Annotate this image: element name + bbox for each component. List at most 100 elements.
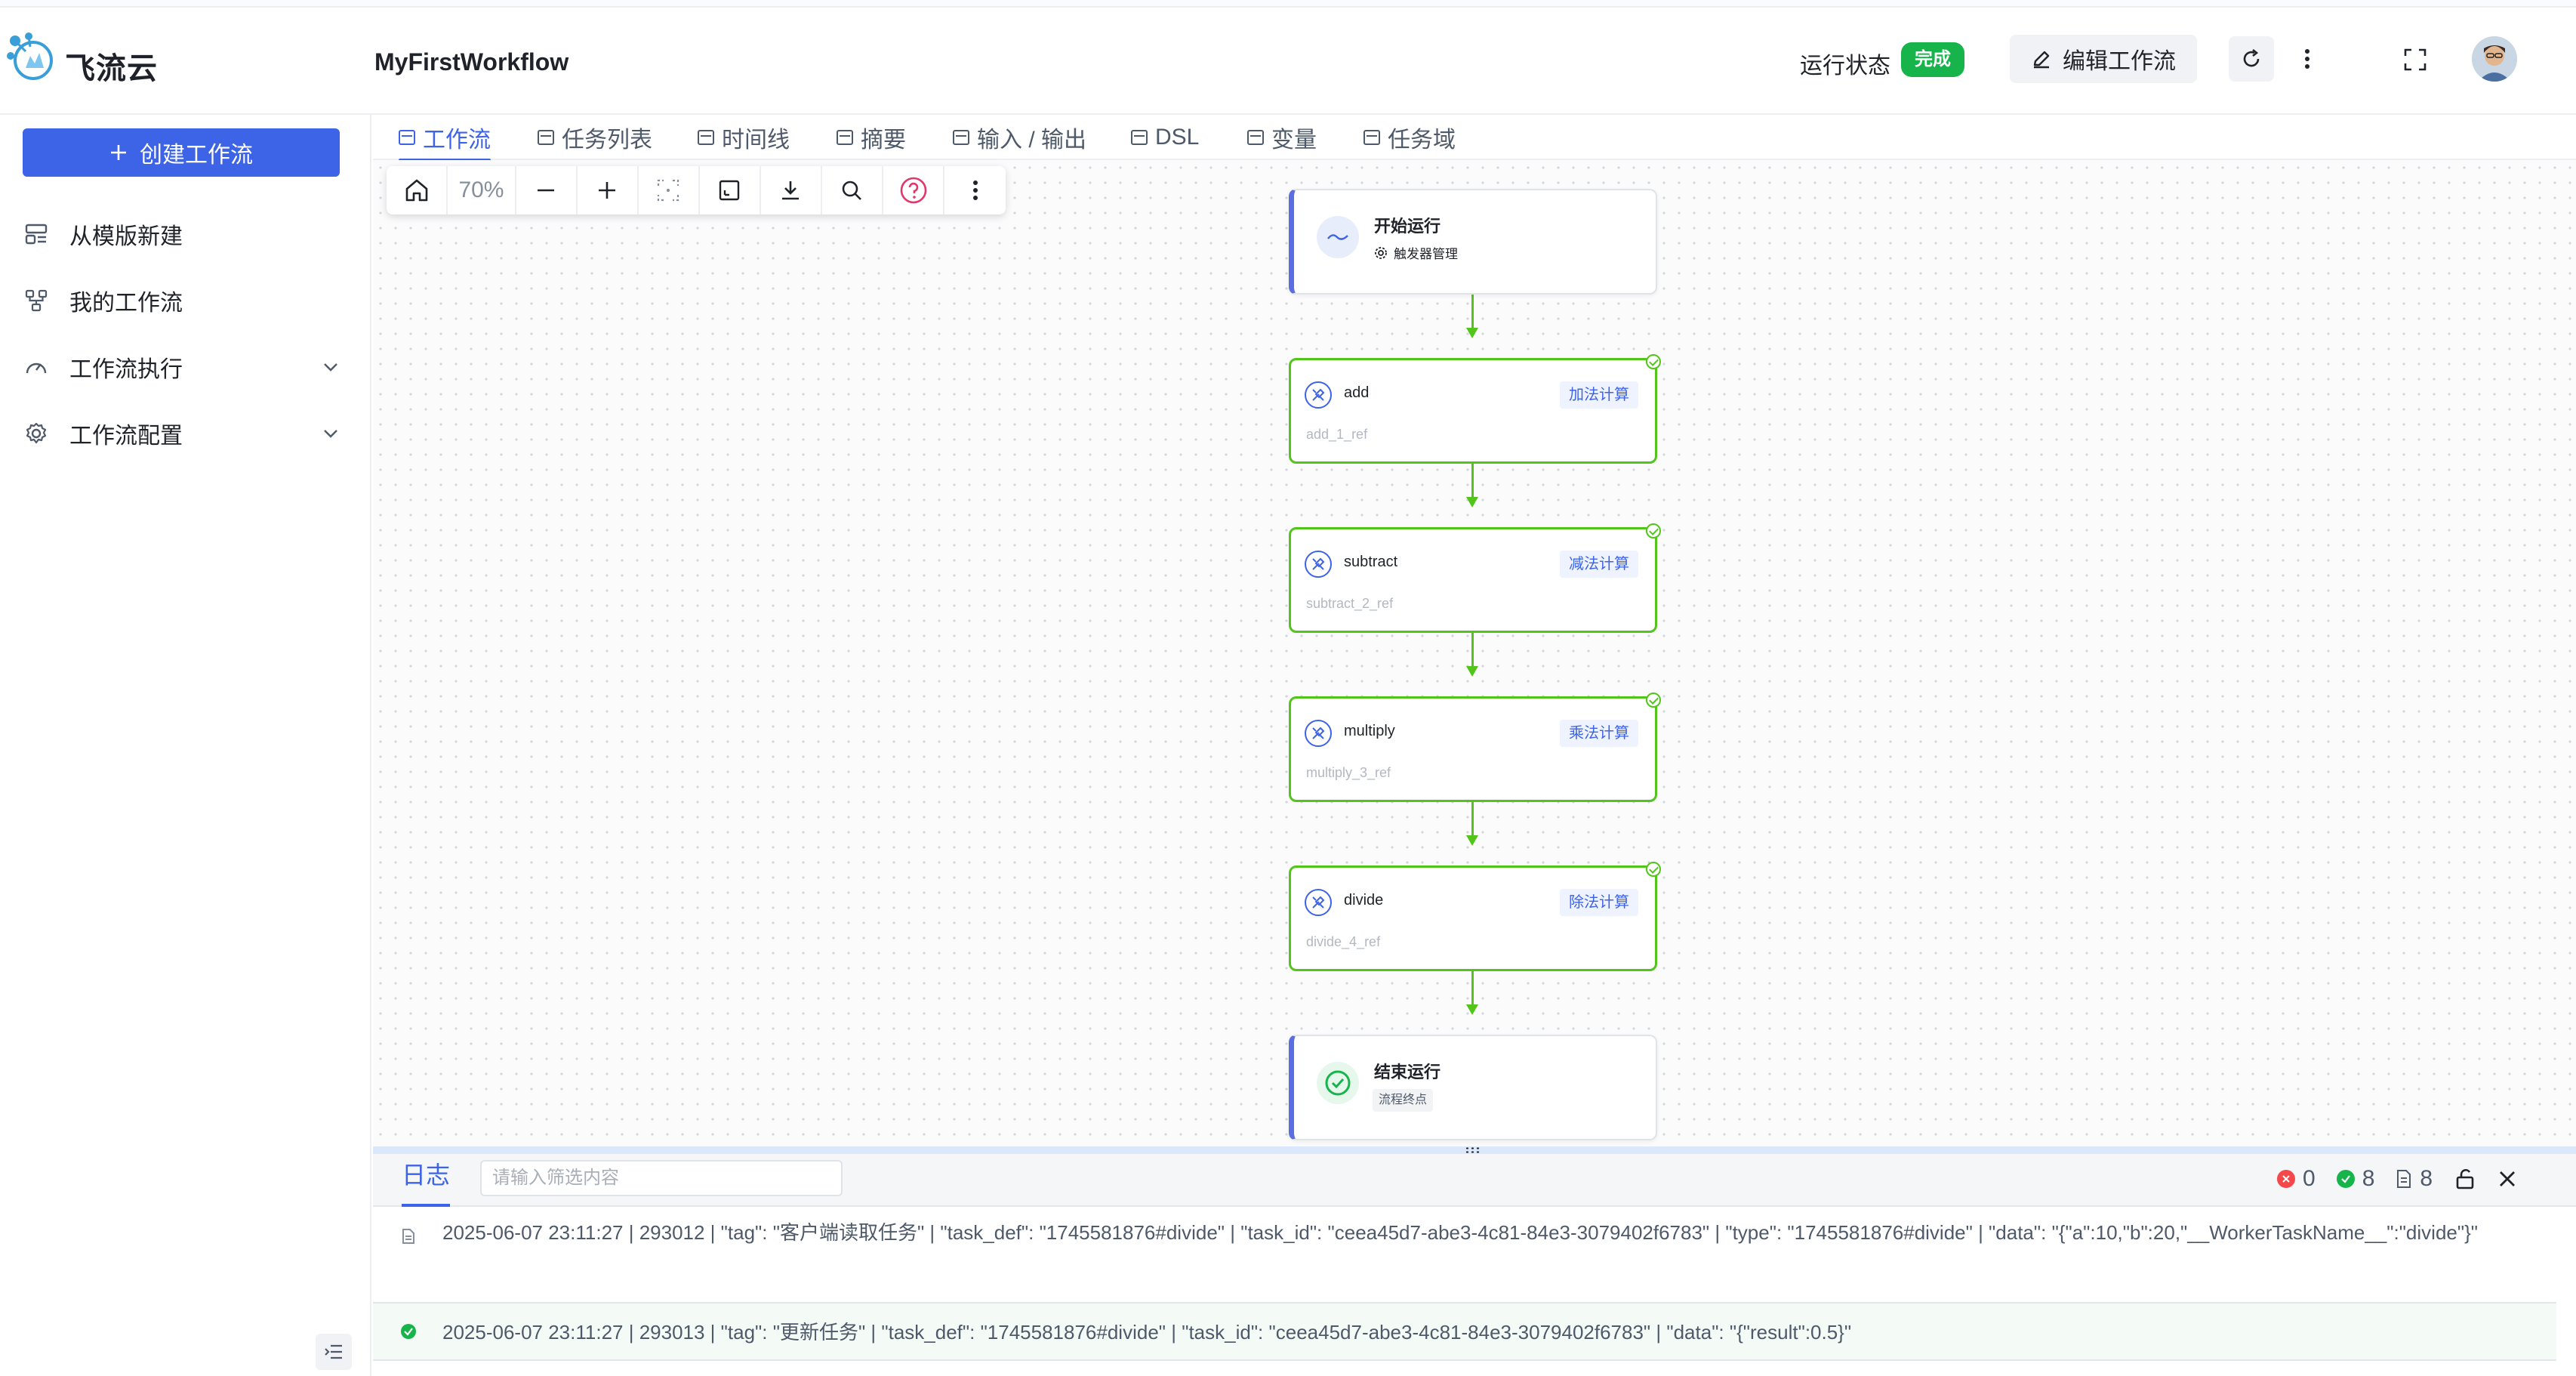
tab-label: 工作流 bbox=[423, 128, 491, 153]
completed-check-icon bbox=[1646, 523, 1661, 538]
fullscreen-button[interactable] bbox=[2398, 42, 2433, 77]
log-toolbar: 日志 0 8 8 bbox=[373, 1154, 2576, 1207]
search-button[interactable] bbox=[822, 166, 883, 214]
tools-icon bbox=[1305, 381, 1332, 409]
home-button[interactable] bbox=[387, 166, 448, 214]
task-node-divide[interactable]: divide 除法计算 divide_4_ref bbox=[1289, 862, 1661, 971]
sidebar-item-label: 从模版新建 bbox=[69, 224, 183, 249]
edge bbox=[1471, 633, 1474, 666]
tab-icon bbox=[953, 130, 969, 145]
check-circle-icon bbox=[1317, 1062, 1359, 1104]
brand-name: 飞流云 bbox=[65, 52, 158, 85]
sidebar-item-my-workflows[interactable]: 我的工作流 bbox=[23, 278, 340, 323]
zoom-out-button[interactable] bbox=[516, 166, 578, 214]
sidebar-item-template[interactable]: 从模版新建 bbox=[23, 211, 340, 257]
completed-check-icon bbox=[1646, 862, 1661, 877]
edge bbox=[1471, 464, 1474, 497]
gear-icon bbox=[1375, 246, 1387, 259]
chevron-down-icon bbox=[324, 363, 337, 372]
close-icon[interactable] bbox=[2497, 1169, 2517, 1189]
tab-logs[interactable]: 日志 bbox=[402, 1154, 451, 1207]
completed-check-icon bbox=[1646, 354, 1661, 369]
tab-label: DSL bbox=[1155, 125, 1200, 150]
task-tag: 乘法计算 bbox=[1560, 720, 1638, 747]
sidebar-item-executions[interactable]: 工作流执行 bbox=[23, 344, 340, 390]
task-node-add[interactable]: add 加法计算 add_1_ref bbox=[1289, 354, 1661, 464]
start-node[interactable]: 开始运行 触发器管理 bbox=[1289, 189, 1657, 295]
help-button[interactable] bbox=[883, 166, 945, 214]
task-ref: add_1_ref bbox=[1306, 427, 1368, 442]
canvas-toolbar: 70% bbox=[387, 166, 1006, 214]
top-header: 飞流云 MyFirstWorkflow 运行状态 完成 编辑工作流 bbox=[0, 8, 2576, 115]
plus-icon bbox=[599, 182, 616, 199]
task-ref: subtract_2_ref bbox=[1306, 596, 1394, 611]
collapse-sidebar-button[interactable] bbox=[316, 1334, 352, 1370]
task-node-subtract[interactable]: subtract 减法计算 subtract_2_ref bbox=[1289, 523, 1661, 633]
zoom-in-button[interactable] bbox=[578, 166, 639, 214]
search-icon bbox=[843, 180, 862, 200]
refresh-button[interactable] bbox=[2229, 36, 2274, 82]
tab-input-output[interactable]: 输入 / 输出 bbox=[953, 115, 1086, 160]
download-button[interactable] bbox=[761, 166, 822, 214]
task-tag: 除法计算 bbox=[1560, 889, 1638, 916]
template-icon bbox=[23, 221, 50, 248]
success-count[interactable]: 8 bbox=[2336, 1166, 2374, 1192]
start-node-title: 开始运行 bbox=[1374, 217, 1441, 236]
tab-workflow[interactable]: 工作流 bbox=[399, 115, 491, 162]
end-node-chip: 流程终点 bbox=[1373, 1089, 1434, 1112]
tab-label: 任务域 bbox=[1388, 128, 1456, 153]
gear-icon bbox=[23, 420, 50, 447]
run-status-badge: 完成 bbox=[1901, 42, 1964, 77]
auto-layout-button[interactable] bbox=[700, 166, 761, 214]
sidebar-item-config[interactable]: 工作流配置 bbox=[23, 411, 340, 456]
drag-grip-icon bbox=[1465, 1146, 1481, 1154]
edit-workflow-button[interactable]: 编辑工作流 bbox=[2010, 35, 2197, 83]
error-count[interactable]: 0 bbox=[2277, 1166, 2316, 1192]
log-row[interactable]: 2025-06-07 23:11:27 | 293012 | "tag": "客… bbox=[373, 1217, 2556, 1300]
task-name: multiply bbox=[1344, 723, 1395, 739]
fit-view-button[interactable] bbox=[639, 166, 700, 214]
tab-summary[interactable]: 摘要 bbox=[837, 115, 906, 160]
menu-fold-icon bbox=[325, 1344, 342, 1359]
log-row-text: 2025-06-07 23:11:27 | 293013 | "tag": "更… bbox=[442, 1321, 1852, 1344]
pencil-icon bbox=[2033, 51, 2050, 69]
log-counts: 0 8 8 bbox=[2277, 1162, 2517, 1196]
edge-arrow bbox=[1466, 1004, 1478, 1015]
chevron-down-icon bbox=[324, 430, 337, 438]
tab-task-domain[interactable]: 任务域 bbox=[1363, 115, 1456, 160]
log-filter-input[interactable] bbox=[480, 1160, 843, 1196]
panel-resize-handle[interactable] bbox=[373, 1146, 2576, 1154]
gauge-icon bbox=[23, 353, 50, 381]
edge-arrow bbox=[1466, 497, 1478, 508]
tab-dsl[interactable]: DSL bbox=[1131, 115, 1199, 160]
create-workflow-button[interactable]: 创建工作流 bbox=[23, 128, 340, 177]
more-vertical-icon bbox=[2305, 49, 2309, 69]
create-workflow-label: 创建工作流 bbox=[140, 143, 253, 168]
logo-icon bbox=[7, 32, 53, 80]
unlock-icon[interactable] bbox=[2454, 1168, 2476, 1190]
task-ref: divide_4_ref bbox=[1306, 934, 1381, 949]
more-menu-button[interactable] bbox=[2291, 36, 2324, 82]
edge bbox=[1471, 971, 1474, 1004]
task-node-multiply[interactable]: multiply 乘法计算 multiply_3_ref bbox=[1289, 693, 1661, 802]
error-count-value: 0 bbox=[2303, 1166, 2316, 1191]
end-node[interactable]: 结束运行 流程终点 bbox=[1289, 1035, 1657, 1140]
tab-variables[interactable]: 变量 bbox=[1247, 115, 1317, 160]
total-count[interactable]: 8 bbox=[2396, 1166, 2433, 1192]
user-avatar[interactable] bbox=[2472, 36, 2517, 82]
tab-timeline[interactable]: 时间线 bbox=[698, 115, 790, 160]
workflow-canvas[interactable]: 70% bbox=[373, 160, 2576, 1146]
task-name: subtract bbox=[1344, 554, 1398, 570]
plus-icon bbox=[111, 145, 126, 160]
log-row[interactable]: 2025-06-07 23:11:27 | 293013 | "tag": "更… bbox=[373, 1302, 2556, 1361]
tab-task-list[interactable]: 任务列表 bbox=[538, 115, 652, 160]
tab-label: 变量 bbox=[1271, 128, 1317, 153]
log-list: 2025-06-07 23:11:27 | 293012 | "tag": "客… bbox=[373, 1208, 2556, 1376]
trigger-manage-link[interactable]: 触发器管理 bbox=[1374, 243, 1458, 262]
error-icon bbox=[2277, 1170, 2295, 1188]
toolbar-more-button[interactable] bbox=[944, 166, 1006, 214]
task-name: divide bbox=[1344, 892, 1384, 909]
success-icon bbox=[401, 1324, 416, 1339]
log-row-text: 2025-06-07 23:11:27 | 293012 | "tag": "客… bbox=[442, 1221, 2479, 1244]
